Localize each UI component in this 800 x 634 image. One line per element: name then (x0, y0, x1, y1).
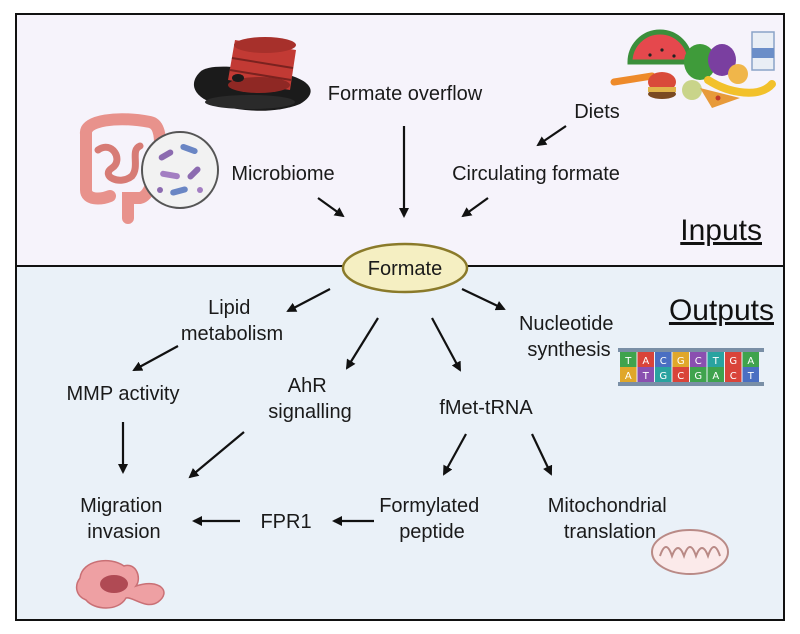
nucleotide-synthesis-label: Nucleotide synthesis (519, 313, 619, 361)
dna-letter-bottom: C (730, 371, 737, 382)
migrating-cell-icon (75, 559, 165, 609)
ahr-signalling-label: AhR signalling (268, 375, 351, 423)
dna-base-top (690, 352, 707, 367)
fmet-trna-label: fMet-tRNA (439, 397, 533, 419)
food-icon (610, 29, 776, 108)
dna-base-bottom (707, 367, 724, 382)
dna-letter-top: C (695, 356, 702, 367)
arrow-formate-to-ahr (345, 317, 379, 370)
dna-base-top (742, 352, 759, 367)
arrows (118, 125, 567, 526)
dna-base-top (620, 352, 637, 367)
arrow-formate-to-nucleotide (461, 288, 506, 311)
formylated-peptide-label: Formylated peptide (379, 495, 485, 543)
dna-base-bottom (672, 367, 689, 382)
dna-letter-bottom: A (712, 371, 719, 382)
dna-letter-top: T (712, 356, 720, 367)
dna-base-bottom (620, 367, 637, 382)
formate-overflow-label: Formate overflow (328, 83, 483, 105)
dna-letter-bottom: G (694, 371, 702, 382)
dna-letter-bottom: T (642, 371, 650, 382)
dna-letter-bottom: G (659, 371, 667, 382)
dna-letter-top: G (677, 356, 685, 367)
arrow-ahr-to-migration (188, 431, 245, 479)
dna-base-bottom (725, 367, 742, 382)
dna-base-top (707, 352, 724, 367)
dna-base-top (725, 352, 742, 367)
inputs-header: Inputs (680, 214, 762, 247)
formate-label: Formate (368, 258, 442, 280)
mmp-activity-label: MMP activity (67, 383, 180, 405)
intestine-icon (80, 113, 219, 224)
dna-base-bottom (637, 367, 654, 382)
dna-letter-bottom: C (677, 371, 684, 382)
dna-letter-top: C (660, 356, 667, 367)
dna-letter-top: G (729, 356, 737, 367)
dna-base-bottom (655, 367, 672, 382)
migration-invasion-label: Migration invasion (80, 495, 168, 543)
dna-letter-top: A (642, 356, 649, 367)
fpr1-label: FPR1 (260, 511, 311, 533)
outputs-header: Outputs (669, 294, 774, 327)
arrow-lipid-to-mmp (132, 345, 179, 371)
dna-base-bottom (742, 367, 759, 382)
dna-base-top (637, 352, 654, 367)
microbiome-label: Microbiome (231, 163, 334, 185)
arrow-formate-to-fmet (431, 317, 461, 372)
mitochondrial-translation-label: Mitochondrial translation (548, 495, 673, 543)
dna-letter-top: T (624, 356, 632, 367)
oil-barrel-icon (193, 37, 311, 111)
lipid-metabolism-label: Lipid metabolism (181, 297, 283, 345)
dna-letter-top: A (747, 356, 754, 367)
arrow-fmet-to-mito (531, 433, 553, 476)
dna-letter-bottom: T (747, 371, 755, 382)
mitochondrion-icon (651, 529, 729, 575)
dna-base-top (672, 352, 689, 367)
arrow-fmet-to-formylated (443, 433, 467, 476)
arrow-formate-to-lipid (286, 288, 331, 312)
arrow-circulating-to-formate (461, 197, 489, 218)
diets-label: Diets (574, 101, 620, 123)
dna-base-bottom (690, 367, 707, 382)
dna-letter-bottom: A (625, 371, 632, 382)
dna-base-top (655, 352, 672, 367)
arrow-microbiome-to-formate (317, 197, 345, 218)
formate-node (341, 242, 469, 294)
circulating-formate-label: Circulating formate (452, 163, 620, 185)
arrow-diets-to-circulating (536, 125, 567, 147)
